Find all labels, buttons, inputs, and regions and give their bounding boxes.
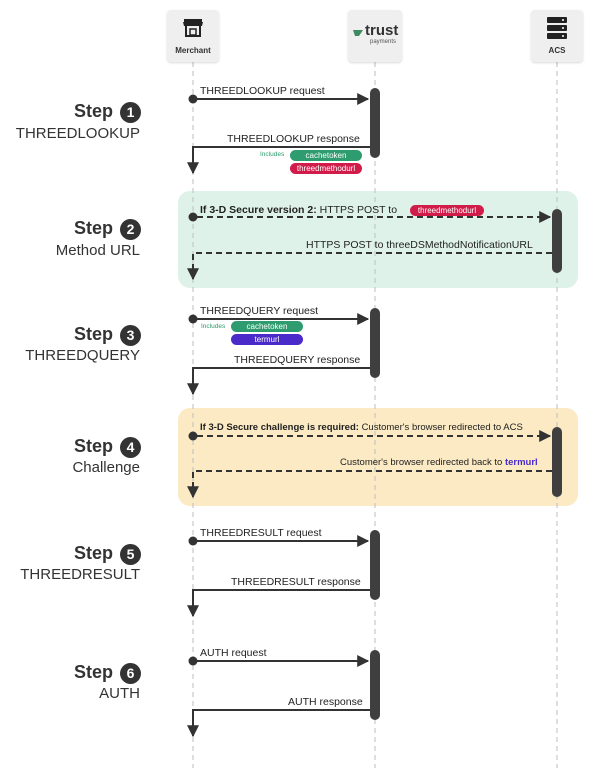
message-start-dot xyxy=(188,314,198,324)
trust-payments-actor: trust payments xyxy=(348,10,402,62)
message-start-dot xyxy=(188,656,198,666)
includes-label: Includes xyxy=(201,323,226,330)
cachetoken-pill: cachetoken xyxy=(231,321,303,332)
step-word: Step xyxy=(73,662,113,682)
step-word: Step xyxy=(73,543,113,563)
challenge-text: Customer's browser redirected to ACS xyxy=(361,422,523,433)
challenge-condition: If 3-D Secure challenge is required: xyxy=(200,422,359,433)
termurl-pill: termurl xyxy=(231,334,303,345)
result-response-arrow xyxy=(187,589,370,618)
step-number-badge: 1 xyxy=(120,102,141,123)
step-word: Step xyxy=(73,101,113,121)
trust-logo-subtext: payments xyxy=(370,39,397,45)
message-start-dot xyxy=(188,212,198,222)
activation-bar xyxy=(370,308,380,378)
challenge-request-label: If 3-D Secure challenge is required: Cus… xyxy=(200,422,523,433)
acs-label: ACS xyxy=(548,46,566,55)
acs-actor: ACS xyxy=(531,10,583,62)
trust-logo-text: trust xyxy=(365,22,399,39)
step-number-badge: 4 xyxy=(120,437,141,458)
lookup-response-label: THREEDLOOKUP response xyxy=(227,133,360,145)
merchant-label: Merchant xyxy=(175,46,211,55)
result-response-label: THREEDRESULT response xyxy=(231,576,361,588)
auth-request-label: AUTH request xyxy=(200,647,267,659)
step-word: Step xyxy=(73,436,113,456)
query-request-label: THREEDQUERY request xyxy=(200,305,319,317)
query-response-arrow xyxy=(187,367,370,396)
threedmethodurl-pill: threedmethodurl xyxy=(290,163,362,174)
step-number-badge: 2 xyxy=(120,219,141,240)
message-start-dot xyxy=(188,94,198,104)
method-condition: If 3-D Secure version 2: xyxy=(200,204,317,216)
cachetoken-pill: cachetoken xyxy=(290,150,362,161)
step-word: Step xyxy=(73,324,113,344)
activation-bar xyxy=(552,427,562,497)
method-request-label: If 3-D Secure version 2: HTTPS POST to xyxy=(200,204,397,216)
termurl-link: termurl xyxy=(504,457,538,468)
trust-payments-logo xyxy=(353,30,363,36)
step-name: Method URL xyxy=(55,242,140,259)
lookup-response-arrow xyxy=(187,146,370,175)
auth-response-label: AUTH response xyxy=(288,696,363,708)
challenge-band xyxy=(178,408,578,506)
activation-bar xyxy=(370,650,380,720)
message-start-dot xyxy=(188,431,198,441)
step-name: AUTH xyxy=(99,685,140,702)
threedmethodurl-pill: threedmethodurl xyxy=(410,205,484,216)
lookup-request-label: THREEDLOOKUP request xyxy=(200,85,325,97)
storefront-icon xyxy=(183,19,203,37)
includes-label: Includes xyxy=(260,151,285,158)
result-request-label: THREEDRESULT request xyxy=(200,527,322,539)
activation-bar xyxy=(552,209,562,273)
step-name: THREEDQUERY xyxy=(25,347,140,364)
step-name: Challenge xyxy=(72,459,140,476)
server-icon xyxy=(547,17,567,39)
method-response-label: HTTPS POST to threeDSMethodNotificationU… xyxy=(306,239,533,251)
method-text: HTTPS POST to xyxy=(319,204,398,216)
query-response-label: THREEDQUERY response xyxy=(234,354,361,366)
challenge-back-text: Customer's browser redirected back to xyxy=(340,457,503,468)
activation-bar xyxy=(370,530,380,600)
auth-response-arrow xyxy=(187,709,370,738)
step-number-badge: 6 xyxy=(120,663,141,684)
challenge-response-label: Customer's browser redirected back to te… xyxy=(340,457,538,468)
message-start-dot xyxy=(188,536,198,546)
step-number-badge: 3 xyxy=(120,325,141,346)
step-word: Step xyxy=(73,218,113,238)
step-name: THREEDRESULT xyxy=(20,566,140,583)
activation-bar xyxy=(370,88,380,158)
step-name: THREEDLOOKUP xyxy=(15,125,140,142)
step-number-badge: 5 xyxy=(120,544,141,565)
merchant-actor: Merchant xyxy=(167,10,219,62)
